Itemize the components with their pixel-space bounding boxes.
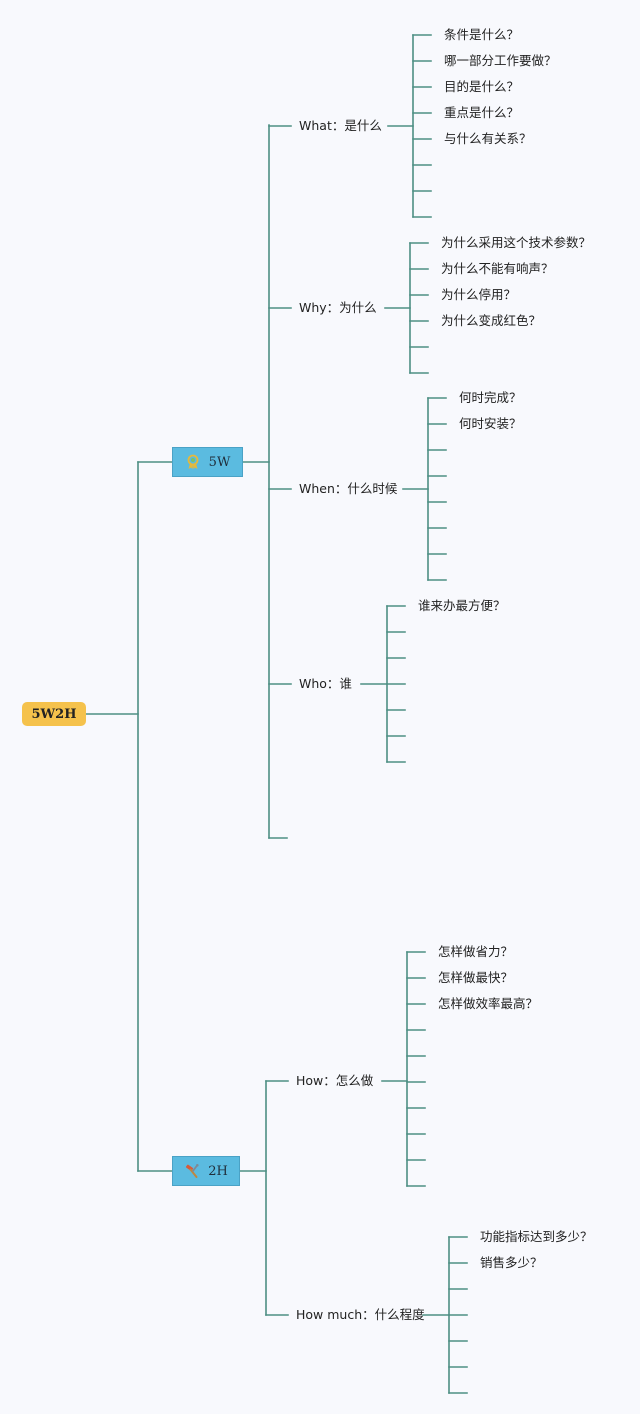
leaf-label[interactable]: 为什么停用？	[441, 287, 517, 302]
branch-node-2h[interactable]: 2H	[172, 1156, 240, 1186]
leaf-label[interactable]: 哪一部分工作要做？	[444, 53, 557, 68]
leaf-label[interactable]: 条件是什么？	[444, 27, 520, 42]
branch-node-5w[interactable]: 5W	[172, 447, 243, 477]
root-node[interactable]: 5W2H	[22, 702, 86, 726]
leaf-label[interactable]: 为什么变成红色？	[441, 313, 542, 328]
leaf-label[interactable]: 何时安装？	[459, 416, 522, 431]
topic-label-0-0[interactable]: What：是什么	[299, 118, 382, 133]
leaf-label[interactable]: 何时完成？	[459, 390, 522, 405]
leaf-label[interactable]: 谁来办最方便？	[418, 598, 506, 613]
leaf-label[interactable]: 功能指标达到多少？	[480, 1229, 593, 1244]
topic-label-0-1[interactable]: Why：为什么	[299, 300, 377, 315]
leaf-label[interactable]: 为什么不能有响声？	[441, 261, 554, 276]
leaf-label[interactable]: 怎样做最快？	[438, 970, 514, 985]
leaf-label[interactable]: 销售多少？	[480, 1255, 543, 1270]
branch-label-5w: 5W	[208, 454, 231, 470]
leaf-label[interactable]: 为什么采用这个技术参数？	[441, 235, 592, 250]
root-label: 5W2H	[31, 706, 77, 722]
branch-label-2h: 2H	[208, 1163, 228, 1179]
ribbon-medal-icon	[185, 454, 201, 470]
leaf-label[interactable]: 重点是什么？	[444, 105, 520, 120]
hammer-tools-icon	[184, 1163, 200, 1179]
topic-label-1-1[interactable]: How much：什么程度	[296, 1307, 425, 1322]
leaf-label[interactable]: 怎样做省力？	[438, 944, 514, 959]
leaf-label[interactable]: 与什么有关系？	[444, 131, 532, 146]
topic-label-0-2[interactable]: When：什么时候	[299, 481, 398, 496]
leaf-label[interactable]: 怎样做效率最高？	[438, 996, 539, 1011]
leaf-label[interactable]: 目的是什么？	[444, 79, 520, 94]
topic-label-0-3[interactable]: Who：谁	[299, 676, 352, 691]
topic-label-1-0[interactable]: How：怎么做	[296, 1073, 374, 1088]
